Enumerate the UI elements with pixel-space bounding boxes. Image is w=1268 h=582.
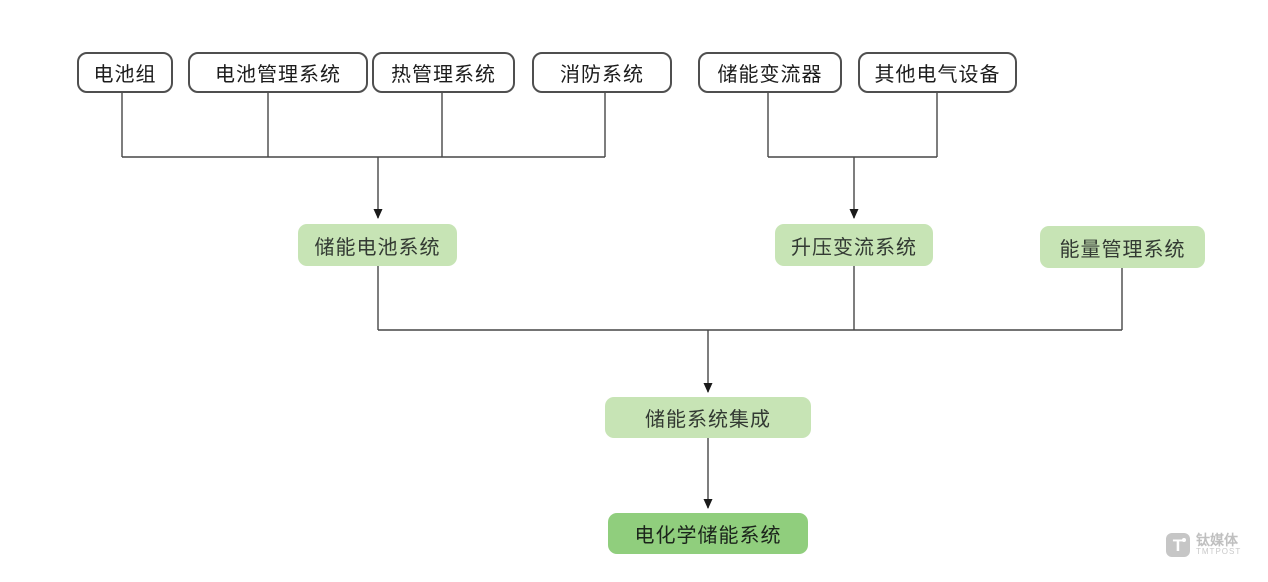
node-energy-mgmt-system[interactable]: 能量管理系统: [1040, 226, 1205, 268]
node-boost-converter-system[interactable]: 升压变流系统: [775, 224, 933, 266]
watermark-en: TMTPOST: [1196, 547, 1242, 557]
node-system-integration[interactable]: 储能系统集成: [605, 397, 811, 438]
watermark-zh: 钛媒体: [1196, 532, 1238, 549]
watermark: T 钛媒体 TMTPOST: [1166, 533, 1241, 557]
node-thermal-mgmt-system[interactable]: 热管理系统: [372, 52, 515, 93]
node-fire-protection-system[interactable]: 消防系统: [532, 52, 672, 93]
node-battery-pack[interactable]: 电池组: [77, 52, 173, 93]
node-storage-converter[interactable]: 储能变流器: [698, 52, 842, 93]
node-battery-mgmt-system[interactable]: 电池管理系统: [188, 52, 368, 93]
logo-dot: [1182, 538, 1186, 542]
node-electrochemical-storage[interactable]: 电化学储能系统: [608, 513, 808, 554]
tmtpost-logo-icon: T: [1166, 533, 1190, 557]
node-storage-battery-system[interactable]: 储能电池系统: [298, 224, 457, 266]
node-other-electrical[interactable]: 其他电气设备: [858, 52, 1017, 93]
